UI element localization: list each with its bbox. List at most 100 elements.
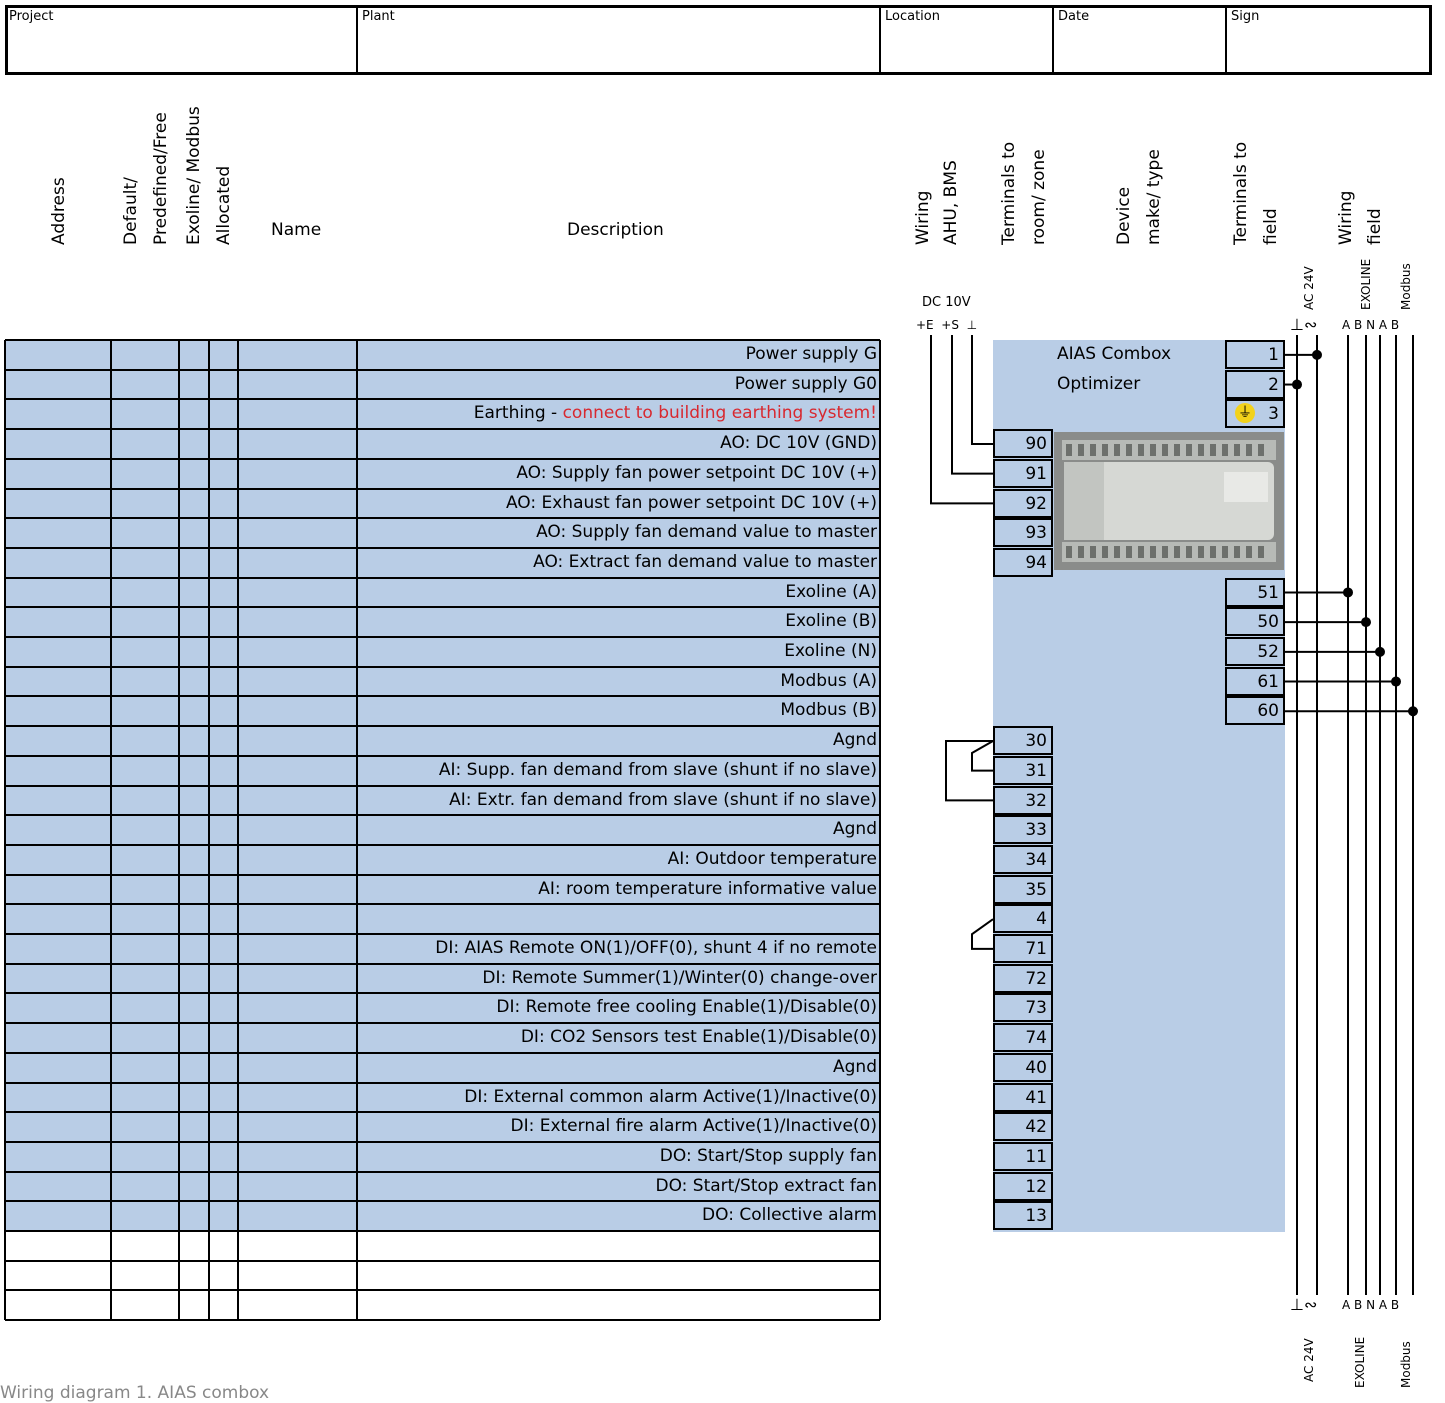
table-row <box>5 1141 880 1172</box>
row-description: AO: Supply fan power setpoint DC 10V (+) <box>516 459 877 488</box>
row-divider <box>5 428 880 431</box>
dc-terminal-labels: +E +S ⊥ <box>916 318 978 332</box>
table-row <box>5 429 880 459</box>
plant-field[interactable]: Plant <box>358 5 881 75</box>
description-text: DI: Remote Summer(1)/Winter(0) change-ov… <box>482 967 877 988</box>
room-terminal: 34 <box>993 844 1053 874</box>
row-divider <box>5 1230 880 1232</box>
row-divider <box>5 1051 880 1054</box>
table-row <box>5 1082 880 1113</box>
row-description: AO: Extract fan demand value to master <box>533 548 877 577</box>
row-description: Earthing - connect to building earthing … <box>474 399 877 428</box>
row-divider <box>5 933 880 935</box>
description-text: AI: Extr. fan demand from slave (shunt i… <box>449 789 877 810</box>
row-divider <box>5 606 880 609</box>
field-terminal: 1 <box>1225 340 1285 369</box>
table-row <box>5 755 880 786</box>
row-divider <box>5 843 880 846</box>
row-divider <box>5 725 880 728</box>
row-divider <box>5 398 880 401</box>
room-terminal: 11 <box>993 1141 1053 1171</box>
row-divider <box>5 1081 880 1084</box>
row-description: DO: Collective alarm <box>702 1201 877 1230</box>
row-divider <box>5 873 880 876</box>
description-text: Exoline (A) <box>785 581 877 602</box>
room-terminal: 90 <box>993 429 1053 459</box>
description-text: DI: External fire alarm Active(1)/Inacti… <box>510 1116 877 1137</box>
table-row <box>5 785 880 816</box>
table-row <box>5 547 880 578</box>
room-terminal: 93 <box>993 518 1053 548</box>
row-divider <box>5 368 880 371</box>
room-terminal: 35 <box>993 874 1053 904</box>
row-divider <box>5 1140 880 1143</box>
location-label: Location <box>885 9 940 24</box>
table-row <box>5 1052 880 1083</box>
row-description: AI: Supp. fan demand from slave (shunt i… <box>439 756 877 785</box>
date-field[interactable]: Date <box>1054 5 1227 75</box>
row-divider <box>5 962 880 965</box>
description-text: AO: DC 10V (GND) <box>720 433 877 454</box>
room-terminal: 31 <box>993 755 1053 785</box>
row-description: Power supply G0 <box>735 370 877 399</box>
project-label: Project <box>9 9 54 24</box>
row-divider <box>5 754 880 757</box>
ac-symbol-bottom: ⊥∾ <box>1290 1295 1318 1314</box>
room-terminal: 73 <box>993 993 1053 1023</box>
room-terminal: 33 <box>993 815 1053 845</box>
row-divider <box>5 695 880 698</box>
field-terminal: 52 <box>1225 637 1285 666</box>
column-divider <box>879 340 881 1321</box>
row-divider <box>5 1111 880 1114</box>
column-divider <box>208 340 210 1321</box>
room-terminal: 13 <box>993 1201 1053 1231</box>
junction-dot <box>1391 676 1401 687</box>
junction-dot <box>1361 617 1371 628</box>
description-text: Agnd <box>833 1056 877 1077</box>
ac-symbol-top: ⊥∾ <box>1290 315 1318 334</box>
row-description: Exoline (A) <box>785 578 877 607</box>
row-divider <box>5 814 880 817</box>
room-terminal: 12 <box>993 1171 1053 1201</box>
table-row <box>5 844 880 875</box>
description-text: DI: CO2 Sensors test Enable(1)/Disable(0… <box>520 1027 877 1048</box>
description-text: DI: AIAS Remote ON(1)/OFF(0), shunt 4 if… <box>435 938 877 958</box>
description-text: Agnd <box>833 819 877 840</box>
sign-field[interactable]: Sign <box>1227 5 1432 75</box>
description-text: AI: Outdoor temperature <box>667 848 877 869</box>
header-box <box>5 5 1432 75</box>
field-terminal: 60 <box>1225 696 1285 726</box>
row-description: AO: Exhaust fan power setpoint DC 10V (+… <box>506 489 877 518</box>
table-row <box>5 666 880 697</box>
table-row <box>5 458 880 489</box>
row-description: Exoline (B) <box>785 607 877 636</box>
room-terminal: 71 <box>993 934 1053 963</box>
table-row <box>5 340 880 370</box>
description-text: Modbus (A) <box>780 670 877 691</box>
table-row <box>5 607 880 637</box>
table-row <box>5 874 880 905</box>
description-text: AO: Exhaust fan power setpoint DC 10V (+… <box>505 492 877 513</box>
table-row <box>5 904 880 934</box>
row-description: Modbus (B) <box>780 696 877 725</box>
description-text: DO: Start/Stop supply fan <box>659 1145 877 1166</box>
description-header: Description <box>567 220 664 240</box>
row-divider <box>5 636 880 638</box>
column-divider <box>110 340 112 1321</box>
description-text: DI: Remote free cooling Enable(1)/Disabl… <box>496 997 877 1018</box>
room-terminal: 91 <box>993 458 1053 488</box>
junction-dot <box>1312 349 1322 360</box>
room-terminal: 42 <box>993 1112 1053 1142</box>
location-field[interactable]: Location <box>881 5 1054 75</box>
column-divider <box>356 340 358 1321</box>
date-label: Date <box>1058 9 1090 24</box>
description-text: AI: room temperature informative value <box>538 878 877 899</box>
room-terminal: 92 <box>993 488 1053 518</box>
table-row <box>5 1171 880 1202</box>
row-divider <box>5 665 880 668</box>
table-row <box>5 1112 880 1142</box>
room-terminal: 32 <box>993 785 1053 815</box>
project-field[interactable]: Project <box>5 5 358 75</box>
row-description: DI: Remote free cooling Enable(1)/Disabl… <box>496 993 877 1022</box>
